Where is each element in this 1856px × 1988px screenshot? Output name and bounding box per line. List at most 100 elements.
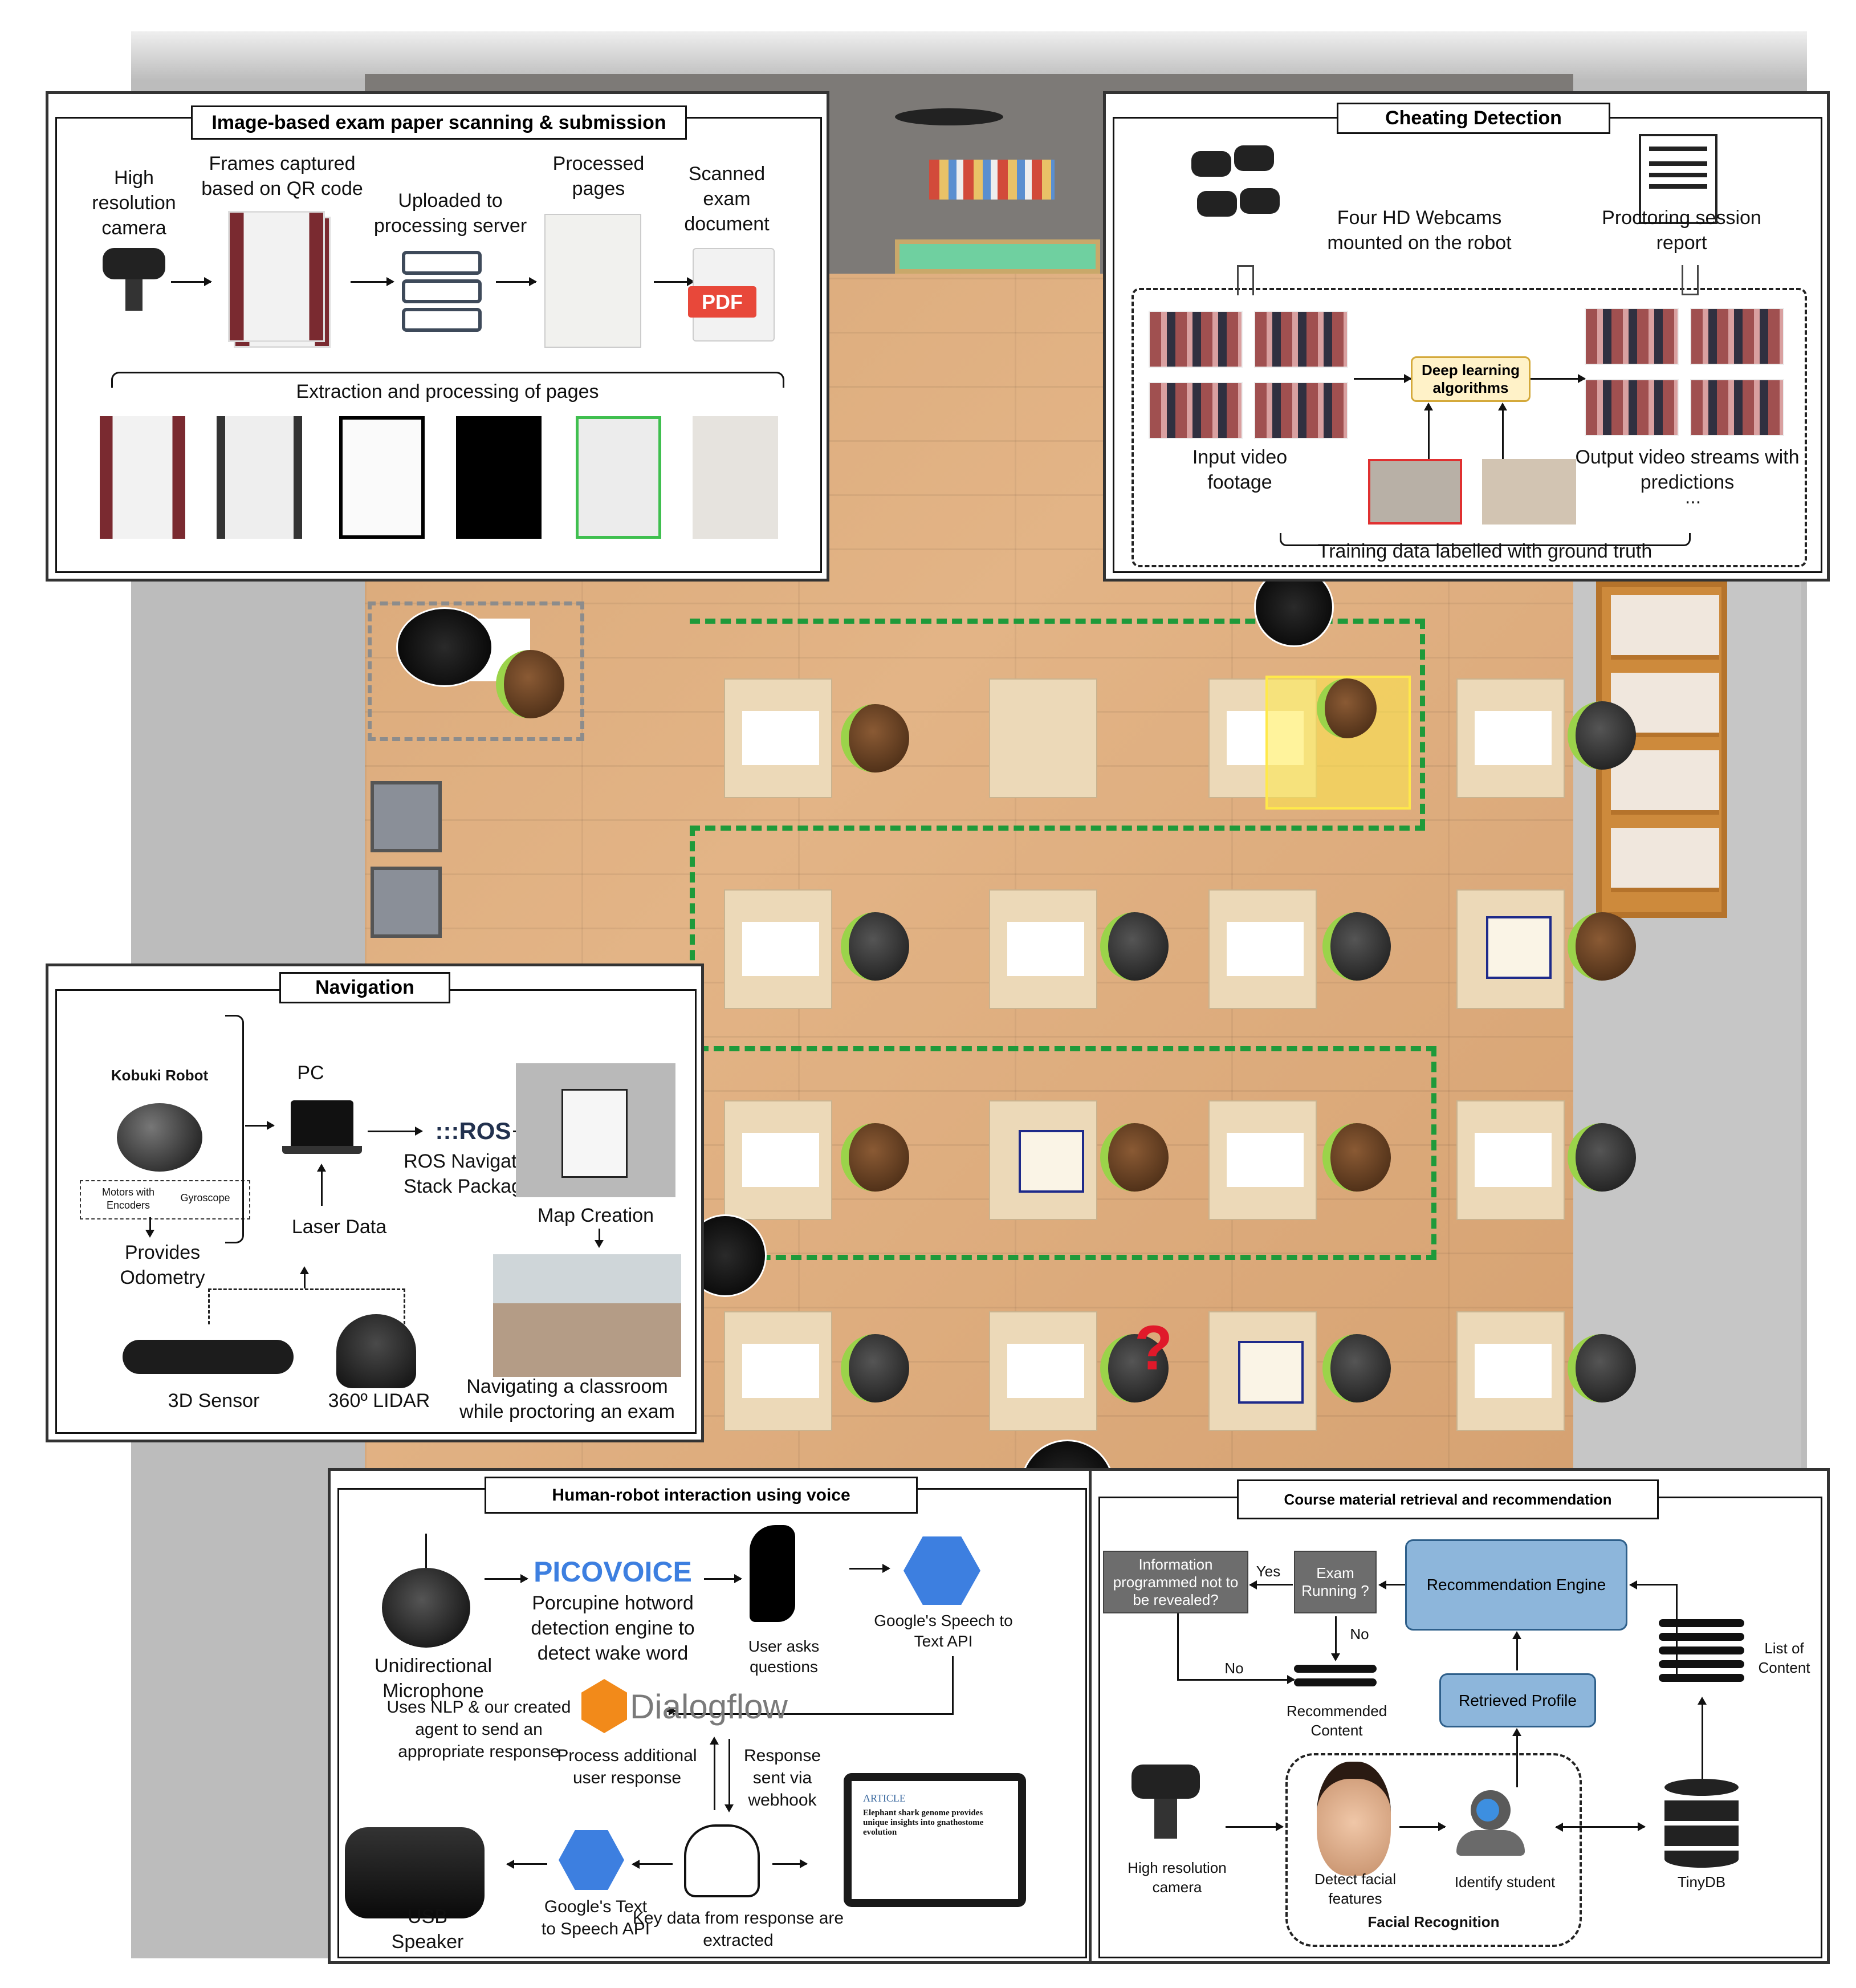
output-video-frame bbox=[1585, 379, 1679, 436]
webhook-label: Response sent via webhook bbox=[743, 1746, 821, 1810]
cheating-panel: Cheating Detection Four HD Webcams mount… bbox=[1103, 91, 1830, 582]
desk bbox=[1208, 889, 1317, 1009]
navigation-panel-title: Navigation bbox=[279, 972, 450, 1003]
detection-pipeline-frame bbox=[1131, 288, 1807, 567]
student-head bbox=[1568, 1334, 1636, 1402]
speaking-person-icon bbox=[750, 1525, 841, 1628]
report-icon bbox=[1639, 134, 1717, 224]
training-brace bbox=[1280, 533, 1691, 546]
scan-panel-title: Image-based exam paper scanning & submis… bbox=[191, 105, 687, 140]
arrow bbox=[1698, 1697, 1707, 1779]
recommended-content-icon bbox=[1294, 1665, 1377, 1692]
arrow bbox=[1630, 1584, 1645, 1585]
arrow bbox=[351, 277, 394, 286]
pdf-label: PDF bbox=[688, 286, 756, 318]
identify-student-icon bbox=[1451, 1790, 1531, 1859]
odometry-label: Provides Odometry bbox=[120, 1242, 205, 1289]
database-icon bbox=[1664, 1779, 1739, 1868]
arrow bbox=[245, 1121, 275, 1130]
arrow bbox=[849, 1564, 890, 1573]
extraction-label: Extraction and processing of pages bbox=[296, 381, 599, 403]
storage-box bbox=[371, 781, 442, 852]
facial-recognition-frame bbox=[1285, 1753, 1582, 1947]
course-panel: Course material retrieval and recommenda… bbox=[1089, 1468, 1830, 1964]
arrow bbox=[633, 1863, 673, 1865]
extraction-step-image bbox=[456, 416, 542, 539]
student-head bbox=[496, 650, 564, 718]
camera-label: High resolution camera bbox=[92, 167, 176, 239]
arrow bbox=[171, 277, 212, 286]
training-image bbox=[1368, 459, 1462, 525]
student-head bbox=[1100, 1334, 1169, 1402]
speaker-icon bbox=[345, 1827, 485, 1918]
detect-facial-label: Detect facial features bbox=[1314, 1871, 1397, 1907]
training-label: Training data labelled with ground truth bbox=[1317, 540, 1653, 562]
student-head bbox=[841, 1334, 909, 1402]
cloud-database-icon bbox=[684, 1824, 760, 1897]
dialogflow-logo: Dialogflow bbox=[630, 1688, 788, 1726]
robot-path bbox=[690, 826, 1425, 831]
arrow bbox=[507, 1863, 547, 1865]
arrow bbox=[1424, 403, 1433, 459]
speaker-label: USB Speaker bbox=[391, 1906, 464, 1953]
text-to-speech-label: Google's Text to Speech API bbox=[541, 1897, 650, 1938]
robot-scanning-station bbox=[396, 607, 493, 687]
student-head bbox=[841, 1123, 909, 1192]
arrow bbox=[1556, 1826, 1645, 1828]
arrow bbox=[772, 1859, 808, 1868]
room-ceiling-edge bbox=[131, 31, 1807, 80]
lidar-label: 360º LIDAR bbox=[328, 1390, 430, 1412]
motors-label: Motors with Encoders bbox=[101, 1186, 155, 1211]
arrow bbox=[1531, 374, 1586, 383]
desk bbox=[1456, 678, 1565, 798]
course-panel-title: Course material retrieval and recommenda… bbox=[1237, 1479, 1659, 1519]
storage-box bbox=[371, 867, 442, 938]
exam-running-box: Exam Running ? bbox=[1294, 1551, 1377, 1613]
list-of-content-label: List of Content bbox=[1758, 1640, 1810, 1676]
no-label: No bbox=[1224, 1660, 1244, 1677]
ceiling-light bbox=[895, 108, 1003, 125]
extraction-step-image bbox=[576, 416, 661, 539]
arrow bbox=[704, 1574, 742, 1583]
robot-path bbox=[698, 1046, 1436, 1260]
student-head bbox=[841, 912, 909, 981]
desk bbox=[989, 1311, 1097, 1431]
student-head bbox=[1100, 1123, 1169, 1192]
ellipsis-label: ... bbox=[1684, 486, 1702, 508]
speech-to-text-icon bbox=[903, 1536, 980, 1605]
identify-student-label: Identify student bbox=[1454, 1873, 1556, 1891]
arrow bbox=[654, 277, 695, 286]
student-head bbox=[1322, 1334, 1391, 1402]
output-video-label: Output video streams with predictions bbox=[1575, 446, 1800, 494]
desk bbox=[1208, 1311, 1317, 1431]
arrow bbox=[1331, 1616, 1340, 1661]
desk bbox=[1208, 1100, 1317, 1220]
cheating-panel-title: Cheating Detection bbox=[1337, 103, 1610, 134]
extraction-step-image bbox=[217, 416, 302, 539]
arrow bbox=[300, 1266, 309, 1288]
3d-sensor-label: 3D Sensor bbox=[168, 1390, 260, 1412]
sensor-dashed-connector bbox=[208, 1288, 405, 1324]
microphone-icon bbox=[382, 1534, 470, 1648]
training-image bbox=[1482, 459, 1576, 525]
student-head bbox=[1568, 701, 1636, 770]
laser-data-label: Laser Data bbox=[291, 1216, 387, 1238]
robot-sensors-dashed-box bbox=[80, 1180, 250, 1219]
arrow bbox=[317, 1164, 326, 1206]
arrow bbox=[1498, 403, 1507, 459]
desk bbox=[1456, 1100, 1565, 1220]
scanning-station-outline bbox=[368, 601, 584, 741]
input-video-label: Input video footage bbox=[1192, 446, 1288, 494]
gyroscope-label: Gyroscope bbox=[180, 1192, 230, 1204]
input-video-frame bbox=[1254, 382, 1348, 439]
classroom-label: Navigating a classroom while proctoring … bbox=[459, 1376, 675, 1423]
recommendation-engine-box: Recommendation Engine bbox=[1405, 1539, 1627, 1631]
info-no-connector bbox=[1177, 1613, 1179, 1679]
output-video-frame bbox=[1690, 379, 1784, 436]
desk bbox=[1456, 1311, 1565, 1431]
webcam-icon bbox=[103, 248, 165, 311]
microphone-label: Unidirectional Microphone bbox=[375, 1655, 492, 1702]
extraction-step-image bbox=[693, 416, 778, 539]
arrow bbox=[667, 1706, 677, 1715]
retrieved-profile-box: Retrieved Profile bbox=[1439, 1673, 1596, 1727]
